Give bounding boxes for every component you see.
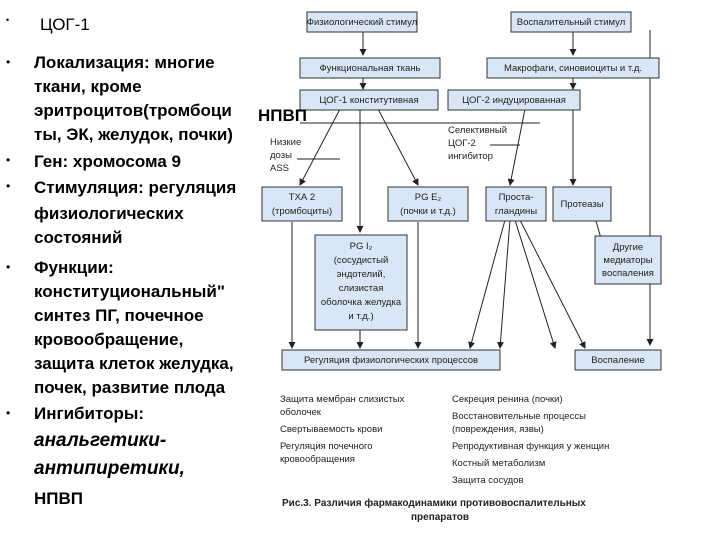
bullet-dot: • <box>6 153 11 167</box>
svg-text:PG E₂: PG E₂ <box>415 192 442 203</box>
svg-text:Восстановительные процессы: Восстановительные процессы <box>452 411 586 422</box>
functions-line-5: защита клеток желудка, <box>34 354 234 373</box>
svg-text:Свертываемость крови: Свертываемость крови <box>280 424 382 435</box>
figure-caption-1: Рис.3. Различия фармакодинамики противов… <box>282 497 586 509</box>
gene-line: Ген: хромосома 9 <box>34 152 181 171</box>
svg-text:гландины: гландины <box>495 206 537 217</box>
box-pge2: PG E₂ (почки и т.д.) <box>387 186 469 222</box>
svg-text:(сосудистый: (сосудистый <box>334 255 389 266</box>
svg-text:медиаторы: медиаторы <box>603 255 652 266</box>
svg-text:Регуляция физиологических проц: Регуляция физиологических процессов <box>304 355 478 366</box>
bullet-dot: • <box>6 179 11 193</box>
functions-line-1: Функции: <box>34 258 114 277</box>
inhibitors-line: Ингибиторы: <box>34 404 145 423</box>
svg-text:(повреждения, язвы): (повреждения, язвы) <box>452 424 544 435</box>
box-cox2: ЦОГ-2 индуцированная <box>447 89 581 111</box>
npvp-label: НПВП <box>258 106 307 125</box>
low-doses-label-3: ASS <box>270 163 289 174</box>
inhibitors-analgesics: анальгетики- <box>34 430 167 451</box>
bullet-dot: • <box>6 55 11 69</box>
svg-text:Регуляция почечного: Регуляция почечного <box>280 441 373 452</box>
box-infl-stimulus: Воспалительный стимул <box>510 11 632 33</box>
localization-line-2: ткани, кроме <box>34 77 142 96</box>
svg-text:Репродуктивная функция у женщи: Репродуктивная функция у женщин <box>452 441 609 452</box>
inhibitors-npvp: НПВП <box>34 489 83 508</box>
svg-text:слизистая: слизистая <box>339 283 384 294</box>
svg-text:(почки и т.д.): (почки и т.д.) <box>400 206 456 217</box>
selective-label-2: ЦОГ-2 <box>448 138 476 149</box>
low-doses-label-2: дозы <box>270 150 292 161</box>
functions-line-6: почек, развитие плода <box>34 378 226 397</box>
svg-text:Проста-: Проста- <box>499 192 534 203</box>
box-macrophages: Макрофаги, синовиоциты и т.д. <box>486 57 660 79</box>
svg-text:воспаления: воспаления <box>602 268 654 279</box>
localization-line-3: эритроцитов(тромбоци <box>34 101 232 120</box>
svg-text:ЦОГ-1 конститутивная: ЦОГ-1 конститутивная <box>319 95 418 106</box>
functions-line-2: конституциональный" <box>34 282 225 301</box>
box-proteases: Протеазы <box>552 186 612 222</box>
svg-text:Физиологический стимул: Физиологический стимул <box>307 17 418 28</box>
svg-text:Протеазы: Протеазы <box>560 199 603 210</box>
svg-text:Макрофаги, синовиоциты и т.д.: Макрофаги, синовиоциты и т.д. <box>504 63 642 74</box>
bullet-dot: • <box>6 260 11 274</box>
slide-title: ЦОГ-1 <box>40 15 90 34</box>
svg-text:Воспалительный стимул: Воспалительный стимул <box>517 17 626 28</box>
svg-text:Секреция ренина (почки): Секреция ренина (почки) <box>452 394 563 405</box>
box-regulation: Регуляция физиологических процессов <box>281 349 501 371</box>
bullet-dot: • <box>6 406 11 420</box>
effects-left: Защита мембран слизистых оболочек Сверты… <box>280 394 405 465</box>
selective-label-1: Селективный <box>448 125 507 136</box>
svg-text:Другие: Другие <box>613 242 643 253</box>
functions-line-4: кровообращение, <box>34 330 184 349</box>
figure-caption-2: препаратов <box>411 512 469 523</box>
selective-label-3: ингибитор <box>448 151 493 162</box>
svg-text:ТХА 2: ТХА 2 <box>289 192 315 203</box>
svg-text:оболочка желудка: оболочка желудка <box>321 297 402 308</box>
box-txa2: ТХА 2 (тромбоциты) <box>261 186 343 222</box>
svg-text:кровообращения: кровообращения <box>280 454 355 465</box>
localization-line-1: Локализация: многие <box>34 53 215 72</box>
box-phys-stimulus: Физиологический стимул <box>306 11 418 33</box>
svg-text:(тромбоциты): (тромбоциты) <box>272 206 332 217</box>
svg-text:Воспаление: Воспаление <box>591 355 644 366</box>
svg-text:Защита сосудов: Защита сосудов <box>452 475 524 486</box>
svg-text:эндотелий,: эндотелий, <box>337 269 386 280</box>
low-doses-label-1: Низкие <box>270 137 301 148</box>
stimulation-line-2: физиологических <box>34 204 184 223</box>
svg-text:PG I₂: PG I₂ <box>350 241 373 252</box>
box-pgi2: PG I₂ (сосудистый эндотелий, слизистая о… <box>314 234 408 331</box>
bullet-dot: • <box>6 15 10 25</box>
svg-text:Костный метаболизм: Костный метаболизм <box>452 458 545 469</box>
svg-text:и т.д.): и т.д.) <box>348 311 373 322</box>
box-other-mediators: Другие медиаторы воспаления <box>594 235 662 285</box>
box-functional-tissue: Функциональная ткань <box>299 57 441 79</box>
inhibitors-antipyretics: антипиретики, <box>34 458 185 479</box>
localization-line-4: ты, ЭК, желудок, почки) <box>34 125 233 144</box>
svg-text:ЦОГ-2 индуцированная: ЦОГ-2 индуцированная <box>462 95 566 106</box>
stimulation-line-1: Стимуляция: регуляция <box>34 178 237 197</box>
effects-right: Секреция ренина (почки) Восстановительны… <box>452 394 609 486</box>
svg-text:Защита мембран слизистых: Защита мембран слизистых <box>280 394 405 405</box>
stimulation-line-3: состояний <box>34 228 123 247</box>
box-cox1: ЦОГ-1 конститутивная <box>299 89 439 111</box>
box-prostaglandins: Проста- гландины <box>485 186 547 222</box>
svg-text:Функциональная ткань: Функциональная ткань <box>320 63 421 74</box>
box-inflammation: Воспаление <box>574 349 662 371</box>
svg-text:оболочек: оболочек <box>280 407 322 418</box>
functions-line-3: синтез ПГ, почечное <box>34 306 204 325</box>
